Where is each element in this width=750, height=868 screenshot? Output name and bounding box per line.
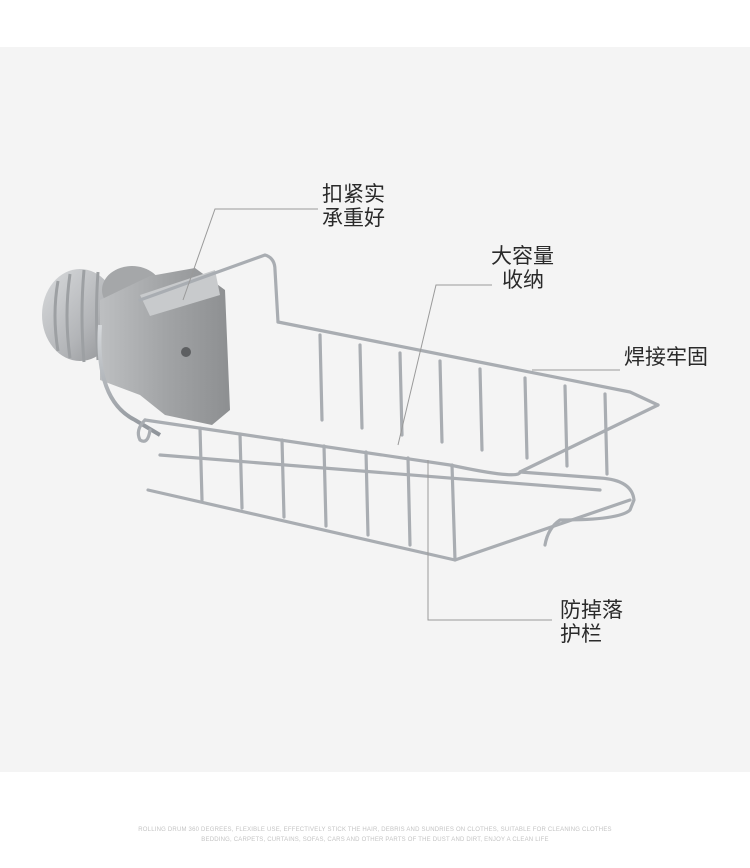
leader-clamp: [182, 208, 318, 301]
callout-clamp-line2: 承重好: [322, 206, 385, 230]
leader-capacity: [397, 284, 492, 446]
callout-guard: 防掉落 护栏: [560, 598, 623, 646]
back-handle: [138, 253, 280, 324]
callout-guard-line1: 防掉落: [560, 598, 623, 622]
rear-rail: [276, 320, 660, 407]
callout-clamp: 扣紧实 承重好: [322, 182, 385, 230]
callout-capacity: 大容量 收纳: [491, 244, 554, 292]
callout-clamp-line1: 扣紧实: [322, 182, 385, 206]
footer-line-2: BEDDING, CARPETS, CURTAINS, SOFAS, CARS …: [201, 837, 549, 843]
callout-capacity-line2: 收纳: [502, 268, 544, 292]
bottom-front-rail: [146, 488, 632, 562]
clamp-wire-loop: [97, 324, 162, 437]
front-hook: [136, 418, 152, 443]
clamp-hole: [181, 347, 191, 357]
leader-guard: [427, 460, 552, 621]
callout-weld: 焊接牢固: [624, 345, 708, 369]
front-vertical-wires: [198, 426, 457, 562]
callout-weld-line1: 焊接牢固: [624, 345, 708, 369]
clamp-body: [100, 268, 230, 425]
leader-lines: [182, 208, 620, 621]
knob-ridges: [53, 269, 100, 363]
bottom-back-rail: [158, 453, 602, 492]
footer-line-1: ROLLING DRUM 360 DEGREES, FLEXIBLE USE, …: [138, 827, 612, 833]
callout-guard-line2: 护栏: [560, 622, 602, 646]
wire-basket: [136, 253, 660, 562]
back-vertical-wires: [318, 333, 609, 476]
callout-capacity-line1: 大容量: [491, 244, 554, 268]
clamp-lip: [140, 270, 220, 316]
guard-hook: [518, 470, 636, 547]
clamp-mount: [42, 266, 230, 437]
product-backdrop: [0, 47, 750, 772]
